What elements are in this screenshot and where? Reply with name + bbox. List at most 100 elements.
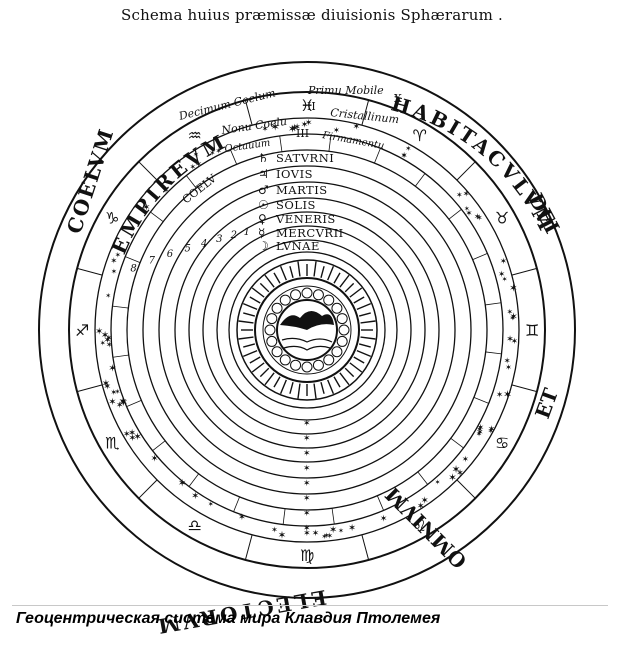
zodiac-sign-icon: ♋ xyxy=(495,434,509,453)
ring-number: 2 xyxy=(230,230,237,241)
fire-ray xyxy=(242,350,258,358)
fire-ray xyxy=(356,350,372,358)
numeral-ii: II xyxy=(307,100,316,113)
fire-ray xyxy=(297,383,301,399)
star-icon: ✶ xyxy=(488,424,496,435)
sphere-ring xyxy=(38,61,576,599)
star-icon: ✶ xyxy=(353,122,361,133)
band-divider-inner xyxy=(473,397,489,404)
star-icon: ✶ xyxy=(119,396,128,409)
star-icon: ✶ xyxy=(288,122,297,135)
fire-ray xyxy=(344,282,355,293)
planet-symbol-icon: ♀ xyxy=(258,212,267,226)
fire-sphere-rays xyxy=(238,261,376,399)
cloud-scallop xyxy=(290,359,302,371)
earth-center xyxy=(236,259,378,401)
ring-number: 4 xyxy=(200,238,207,249)
fire-ray xyxy=(320,381,325,394)
ring-number: 3 xyxy=(216,234,222,245)
ring-number: 5 xyxy=(185,243,191,254)
fire-ray xyxy=(313,261,317,277)
cloud-scallop xyxy=(279,354,291,366)
star-icon: ✶ xyxy=(95,327,103,338)
cloud-scallop xyxy=(264,324,276,336)
fire-ray xyxy=(264,372,275,386)
fire-ray xyxy=(327,265,335,281)
star-icon: ✶ xyxy=(103,382,111,393)
band-divider-inner xyxy=(450,438,464,449)
band-divider xyxy=(138,161,158,181)
band-divider-inner xyxy=(472,253,488,261)
air-sphere-clouds xyxy=(264,287,350,373)
band-divider xyxy=(76,267,103,276)
zodiac-sign-icon: ♊ xyxy=(525,321,539,340)
star-icon: ✶ xyxy=(105,291,111,300)
fire-ray xyxy=(349,287,363,298)
fire-ray xyxy=(259,367,270,378)
cloud-scallop xyxy=(331,302,343,314)
sphere-label-satvrni: ♄SATVRNI xyxy=(258,151,334,165)
star-icon: ✶ xyxy=(100,338,106,347)
star-icon: ✶ xyxy=(193,150,200,159)
star-icon: ✶ xyxy=(271,121,280,134)
ring-number: 7 xyxy=(149,256,156,267)
star-icon: ✶ xyxy=(303,509,311,519)
ring-number: 6 xyxy=(167,249,174,260)
fire-ray xyxy=(242,302,258,310)
star-icon: ✶ xyxy=(502,275,508,284)
zodiac-signs: ♈♉♊♋♌♍♎♏♐♑♒♓ xyxy=(75,96,539,565)
star-icon: ✶ xyxy=(209,148,215,157)
sphere-ring xyxy=(228,251,386,409)
zodiac-sign-icon: ♒ xyxy=(188,126,202,145)
caption-divider xyxy=(12,605,608,606)
zodiac-sign-icon: ♐ xyxy=(75,321,89,340)
star-icon: ✶ xyxy=(312,529,320,539)
land-mass xyxy=(280,310,334,330)
fire-ray xyxy=(243,312,256,317)
fire-ray xyxy=(333,376,341,388)
star-icon: ✶ xyxy=(305,119,313,129)
star-icon: ✶ xyxy=(110,388,117,397)
star-icon: ✶ xyxy=(476,425,482,434)
fire-ray xyxy=(333,272,341,284)
sphere-ring xyxy=(142,165,472,495)
fire-ray xyxy=(264,274,275,288)
band-divider-inner xyxy=(417,471,428,485)
cloud-scallop xyxy=(266,313,278,325)
fire-ray xyxy=(360,336,376,340)
band-divider-inner xyxy=(485,351,502,355)
star-icon: ✶ xyxy=(262,125,269,134)
band-divider-inner xyxy=(331,508,335,525)
fire-ray xyxy=(360,320,376,324)
star-icon: ✶ xyxy=(115,250,121,259)
label-primum-mobile: Primu Mobile xyxy=(307,84,384,97)
star-icon: ✶ xyxy=(465,209,472,219)
star-icon: ✶ xyxy=(133,432,141,443)
star-icon: ✶ xyxy=(290,121,299,134)
star-icon: ✶ xyxy=(195,160,203,170)
band-divider xyxy=(511,384,538,393)
fire-ray xyxy=(358,312,371,317)
star-icon: ✶ xyxy=(142,203,150,214)
fire-ray xyxy=(249,356,261,364)
fire-ray xyxy=(297,261,301,277)
band-divider-inner xyxy=(188,473,199,487)
star-icon: ✶ xyxy=(123,429,131,440)
fire-ray xyxy=(238,336,254,340)
star-icon: ✶ xyxy=(303,479,311,489)
star-icon: ✶ xyxy=(487,426,494,435)
star-icon: ✶ xyxy=(348,523,356,534)
cloud-scallop xyxy=(323,294,335,306)
planet-symbol-icon: ♃ xyxy=(258,167,269,181)
star-icon: ✶ xyxy=(462,455,469,465)
figure-caption: Геоцентрическая система мира Клавдия Пто… xyxy=(16,610,441,627)
label-cristallinum: Cristallinum xyxy=(330,106,400,126)
star-icon: ✶ xyxy=(106,340,113,350)
star-icon: ✶ xyxy=(303,529,311,539)
sphere-ring xyxy=(202,225,412,435)
ring-number: 8 xyxy=(130,263,136,274)
star-icon: ✶ xyxy=(464,204,470,213)
star-icon: ✶ xyxy=(401,150,408,160)
band-divider-inner xyxy=(126,399,142,407)
cloud-scallop xyxy=(290,289,302,301)
